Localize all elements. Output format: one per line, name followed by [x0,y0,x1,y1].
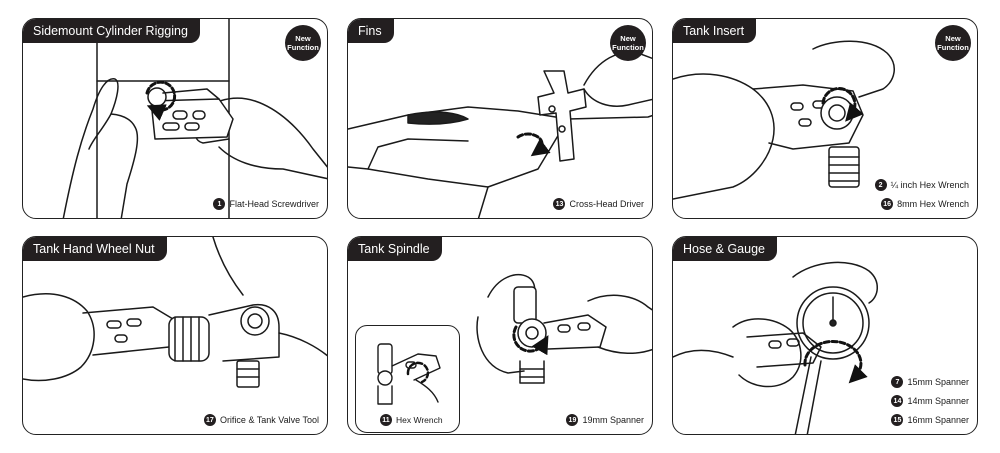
panel-title: Hose & Gauge [673,237,777,261]
tool-label: ¼ inch Hex Wrench [890,180,969,190]
tool-label: 19mm Spanner [582,415,644,425]
tool-label: 15mm Spanner [907,377,969,387]
tool-label: Hex Wrench [396,415,443,425]
tool-number: 11 [380,414,392,426]
panel-title: Tank Insert [673,19,757,43]
panel-title: Sidemount Cylinder Rigging [23,19,200,43]
tool-item: 1 Flat-Head Screwdriver [213,198,319,210]
tool-item: 17 Orifice & Tank Valve Tool [203,414,319,426]
panel-title: Fins [348,19,394,43]
tool-item: 2 ¼ inch Hex Wrench [874,179,969,191]
tool-number: 1 [213,198,226,210]
panel-title: Tank Spindle [348,237,442,261]
tool-number: 14 [891,395,904,407]
tool-item: 11 Hex Wrench [380,414,443,426]
tool-item: 15 16mm Spanner [891,414,969,426]
tool-number: 16 [881,198,894,210]
tool-number: 17 [203,414,216,426]
tool-item: 16 8mm Hex Wrench [881,198,969,210]
tool-label: 14mm Spanner [907,396,969,406]
panel-hose-gauge: Hose & Gauge 7 15mm Spanner 14 14mm Span… [672,236,978,435]
tool-number: 15 [891,414,904,426]
hose-gauge-illustration [673,261,878,434]
tool-item: 13 Cross-Head Driver [553,198,644,210]
hex-wrench-illustration [377,343,441,405]
panel-tank-spindle: Tank Spindle 11 Hex Wrench 19 19mm Spann… [347,236,653,435]
tool-number: 19 [566,414,579,426]
fins-illustration [348,51,652,218]
tool-label: Flat-Head Screwdriver [229,199,319,209]
tool-list: 7 15mm Spanner 14 14mm Spanner 15 16mm S… [891,376,969,426]
tool-number: 2 [874,179,887,191]
hex-wrench-inset: 11 Hex Wrench [355,325,460,433]
tool-label: Cross-Head Driver [569,199,644,209]
tool-label: 8mm Hex Wrench [897,199,969,209]
tool-item: 19 19mm Spanner [566,414,644,426]
tool-item: 14 14mm Spanner [891,395,969,407]
tool-label: 16mm Spanner [907,415,969,425]
panel-hand-wheel-nut: Tank Hand Wheel Nut 17 Orifice & Tank Va… [22,236,328,435]
tool-number: 7 [891,376,904,388]
tool-list: 1 Flat-Head Screwdriver [213,198,319,210]
panel-title: Tank Hand Wheel Nut [23,237,167,261]
tool-item: 7 15mm Spanner [891,376,969,388]
tool-list: 19 19mm Spanner [566,414,644,426]
tool-list: 13 Cross-Head Driver [553,198,644,210]
tank-insert-illustration [673,40,895,200]
tool-list: 17 Orifice & Tank Valve Tool [203,414,319,426]
hand-wheel-illustration [23,237,327,388]
tool-number: 13 [553,198,566,210]
sidemount-illustration [62,19,327,218]
tool-list: 2 ¼ inch Hex Wrench 16 8mm Hex Wrench [874,179,969,210]
tool-label: Orifice & Tank Valve Tool [219,415,319,425]
tank-spindle-illustration [476,274,652,384]
